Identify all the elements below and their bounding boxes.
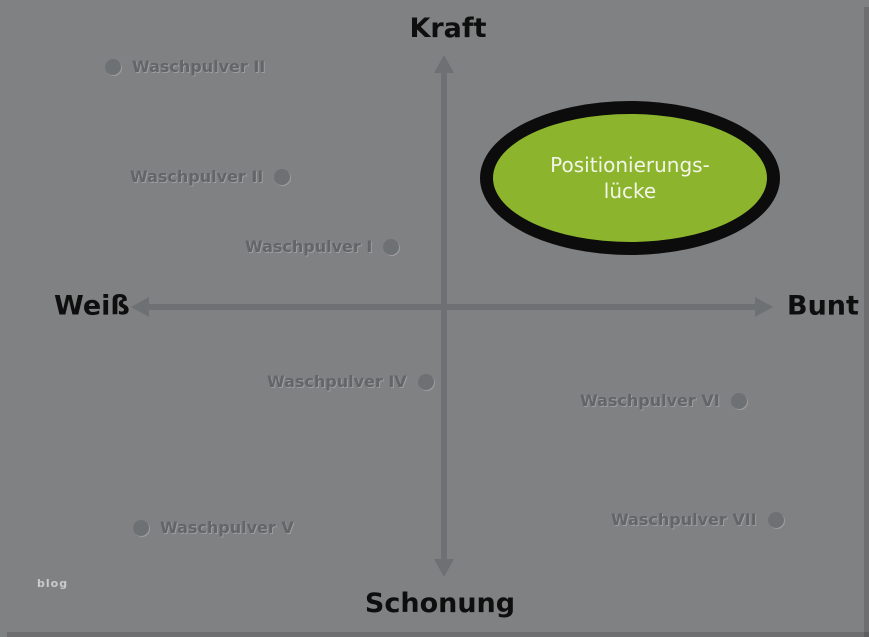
data-point-waschpulver-v: Waschpulver V [133, 518, 294, 537]
point-label: Waschpulver II [130, 167, 264, 186]
point-dot [767, 511, 784, 528]
point-dot [105, 58, 121, 75]
watermark-blog: blog [37, 577, 69, 590]
positioning-gap-label-line2: lücke [603, 179, 657, 203]
slide-shadow-right [864, 7, 869, 637]
arrow-up-icon [434, 55, 454, 73]
point-label: Waschpulver VII [611, 510, 757, 529]
point-dot [274, 168, 291, 185]
point-label: Waschpulver V [160, 518, 294, 537]
point-label: Waschpulver IV [267, 372, 407, 391]
point-dot [417, 373, 434, 390]
point-dot [730, 392, 747, 409]
positioning-gap-label: Positionierungs- lücke [550, 152, 710, 204]
data-point-waschpulver-vi: Waschpulver VI [580, 391, 747, 410]
point-label: Waschpulver VI [580, 391, 720, 410]
arrow-left-icon [131, 297, 149, 317]
data-point-waschpulver-vii: Waschpulver VII [611, 510, 784, 529]
point-dot [383, 238, 400, 255]
axis-label-schonung: Schonung [364, 588, 516, 619]
slide-shadow-bottom [7, 632, 869, 637]
axis-label-bunt: Bunt [787, 290, 859, 322]
positioning-gap-label-line1: Positionierungs- [550, 153, 710, 177]
arrow-down-icon [434, 559, 454, 577]
data-point-waschpulver-ii-a: Waschpulver II [105, 57, 265, 76]
data-point-waschpulver-i: Waschpulver I [245, 237, 400, 256]
data-point-waschpulver-iv: Waschpulver IV [267, 372, 434, 391]
axis-label-weiss: Weiß [54, 290, 130, 322]
horizontal-axis-line [148, 304, 757, 310]
point-label: Waschpulver II [132, 57, 266, 76]
arrow-right-icon [755, 297, 773, 317]
point-label: Waschpulver I [245, 237, 373, 256]
vertical-axis-line [441, 72, 447, 562]
point-dot [133, 519, 149, 536]
data-point-waschpulver-ii-b: Waschpulver II [130, 167, 291, 186]
positioning-gap-ellipse: Positionierungs- lücke [480, 101, 780, 255]
axis-label-kraft: Kraft [409, 13, 487, 44]
